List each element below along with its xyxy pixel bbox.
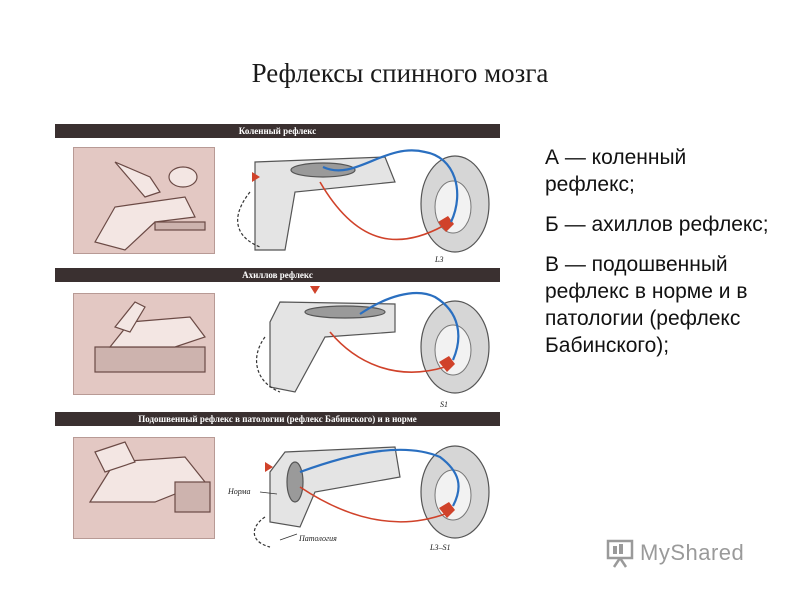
slide-title: Рефлексы спинного мозга — [251, 58, 549, 88]
kick-motion-1 — [237, 191, 261, 248]
plantar-photo-figure — [88, 441, 211, 513]
foot-motion-2 — [256, 336, 281, 393]
bullet-list: А — коленный рефлекс; Б — ахиллов рефлек… — [545, 144, 775, 372]
spinal-cord-section-2 — [420, 300, 490, 394]
panel-achilles-title: Ахиллов рефлекс — [55, 268, 500, 282]
knee-leg-drawing — [254, 156, 396, 251]
efferent-path-1 — [319, 181, 444, 241]
myshared-watermark: MyShared — [606, 538, 744, 568]
efferent-path-3 — [299, 486, 446, 523]
segment-label-3: L3–S1 — [429, 543, 450, 552]
panel-knee-photo — [73, 147, 215, 254]
hammer-marker-1 — [252, 172, 260, 182]
segment-label-2: S1 — [440, 400, 448, 409]
stimulus-marker-3 — [265, 462, 273, 472]
plantar-leg-drawing — [269, 446, 401, 528]
bullet-b: Б — ахиллов рефлекс; — [545, 213, 769, 236]
afferent-path-2 — [359, 291, 460, 361]
knee-photo-figure — [94, 161, 206, 251]
bullet-c: В — подошвенный рефлекс в норме и в пато… — [545, 253, 748, 357]
achilles-photo-figure — [94, 301, 206, 373]
panel-knee-title: Коленный рефлекс — [55, 124, 500, 138]
efferent-path-2 — [329, 331, 446, 373]
toe-motion-3 — [253, 516, 271, 548]
spinal-cord-section-1 — [420, 155, 490, 253]
achilles-leg-drawing — [269, 301, 396, 393]
presentation-board-icon — [606, 539, 634, 568]
label-norm: Норма — [228, 487, 251, 496]
reflex-figure: Коленный рефлекс Ахиллов рефлекс Подошве… — [55, 122, 500, 556]
label-pathology: Патология — [299, 534, 337, 543]
segment-label-1: L3 — [434, 255, 443, 264]
afferent-path-1 — [322, 149, 459, 223]
reflex-arc-drawings: L3 S1 — [88, 149, 490, 552]
bullet-a: А — коленный рефлекс; — [545, 146, 687, 196]
afferent-path-3 — [299, 448, 460, 507]
hammer-marker-2 — [310, 286, 320, 294]
panel-plantar-title: Подошвенный рефлекс в патологии (рефлекс… — [55, 412, 500, 426]
spinal-cord-section-3 — [420, 445, 490, 539]
watermark-text: MyShared — [640, 540, 745, 565]
